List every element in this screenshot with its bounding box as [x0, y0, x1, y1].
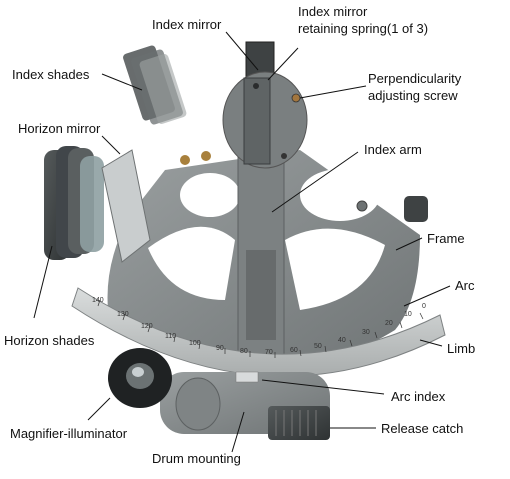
label-horizon-shades: Horizon shades	[4, 333, 95, 348]
leader-frame	[395, 237, 423, 251]
magnifier-lens-highlight	[132, 367, 144, 377]
scale-number: 140	[92, 297, 104, 304]
leader-horizon-mirror	[101, 135, 121, 155]
arc-index-plate	[235, 371, 259, 383]
leader-magnifier	[87, 397, 111, 421]
label-index-arm: Index arm	[364, 142, 422, 157]
label-index-shades: Index shades	[12, 67, 90, 82]
label-horizon-mirror: Horizon mirror	[18, 121, 101, 136]
mount-screw	[281, 153, 287, 159]
scale-number: 130	[117, 311, 129, 318]
scale-number: 60	[290, 347, 298, 354]
scale-number: 100	[189, 340, 201, 347]
scale-number: 30	[362, 329, 370, 336]
leader-arc	[403, 285, 451, 307]
label-limb: Limb	[447, 341, 476, 356]
drum-end	[175, 377, 221, 431]
label-arc-index: Arc index	[391, 389, 446, 404]
label-index-mirror: Index mirror	[152, 17, 222, 32]
label-magnifier-illuminator: Magnifier-illuminator	[10, 426, 128, 441]
leader-horizon-shades	[33, 245, 53, 319]
label-release-catch: Release catch	[381, 421, 464, 436]
scale-number: 90	[216, 345, 224, 352]
index-mirror-glass	[243, 77, 271, 165]
frame-adjusting-knob	[404, 196, 428, 222]
scale-number: 80	[240, 348, 248, 355]
label-perpendicularity-line2: adjusting screw	[368, 88, 458, 103]
sextant-limb	[71, 287, 446, 377]
label-retaining-spring-line1: Index mirror	[298, 4, 368, 19]
leader-retaining-spring	[267, 47, 299, 81]
horizon-mirror	[101, 149, 151, 263]
scale-number: 120	[141, 323, 153, 330]
scale-number: 20	[385, 320, 393, 327]
horizon-shades	[44, 146, 104, 260]
label-frame: Frame	[427, 231, 465, 246]
brass-screw	[201, 151, 211, 161]
label-perpendicularity-line1: Perpendicularity	[368, 71, 462, 86]
label-arc: Arc	[455, 278, 475, 293]
scale-number: 40	[338, 337, 346, 344]
frame-screw	[356, 200, 368, 212]
leader-drum-mounting	[231, 411, 245, 453]
leader-index-arm	[271, 151, 359, 213]
leader-perpendicularity	[299, 85, 367, 99]
leader-index-shades	[101, 73, 143, 91]
label-drum-mounting: Drum mounting	[152, 451, 241, 466]
scale-number: 70	[265, 349, 273, 356]
leader-limb	[419, 339, 443, 347]
scale-number: 50	[314, 343, 322, 350]
retaining-spring-screw	[253, 83, 259, 89]
release-catch	[268, 406, 330, 440]
index-arm-slot	[246, 250, 276, 340]
brass-screw	[180, 155, 190, 165]
leader-arc-index	[261, 379, 385, 395]
scale-number: 0	[422, 303, 426, 310]
label-retaining-spring-line2: retaining spring(1 of 3)	[298, 21, 429, 36]
release-catch-knurl	[275, 410, 317, 436]
index-shades	[123, 45, 187, 125]
perpendicularity-adjusting-screw	[291, 93, 301, 103]
scale-number: 110	[165, 333, 176, 340]
arc-scale-ticks	[97, 299, 424, 358]
leader-index-mirror	[225, 31, 259, 71]
scale-number: 10	[404, 311, 412, 318]
